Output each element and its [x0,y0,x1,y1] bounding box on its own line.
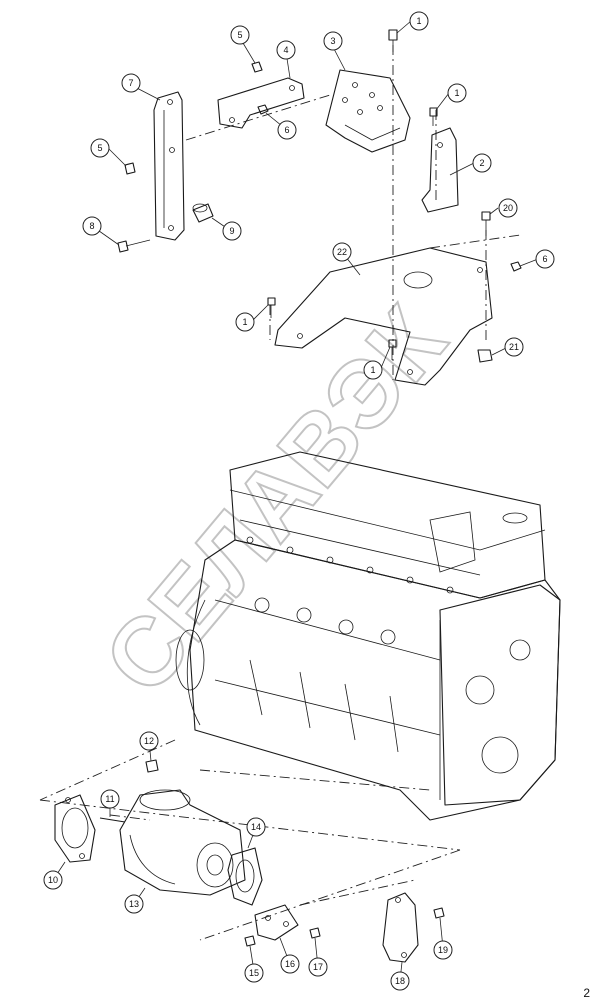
callout-3: 3 [323,31,343,51]
watermark-text: СЕЛАВЭК [84,287,466,713]
callout-label: 21 [509,342,519,352]
callout-21: 21 [504,337,524,357]
fasteners [99,29,522,947]
callout-20: 20 [498,198,518,218]
cover-plate-part-18 [382,892,419,963]
mount-plate-part-3 [325,69,411,153]
gasket-part-10 [54,794,96,863]
callout-label: 3 [330,36,335,46]
callout-label: 16 [285,959,295,969]
watermark: СЕЛАВЭК [83,286,467,714]
callout-19: 19 [433,940,453,960]
callout-label: 6 [542,254,547,264]
callout-label: 1 [416,16,421,26]
callout-1-left: 1 [235,312,255,332]
callout-label: 8 [89,221,94,231]
callout-8: 8 [82,216,102,236]
callout-7: 7 [121,73,141,93]
callout-label: 5 [97,143,102,153]
callout-4: 4 [276,40,296,60]
gasket-part-14 [227,847,263,906]
callout-label: 10 [48,875,58,885]
callout-label: 11 [105,794,114,804]
callout-label: 4 [283,45,288,55]
callout-16: 16 [280,954,300,974]
callout-1-right: 1 [447,83,467,103]
callout-label: 14 [251,822,261,832]
callout-18: 18 [390,971,410,991]
engine-block [175,451,561,821]
lifting-bracket-part-22 [274,247,493,386]
callout-label: 9 [229,226,234,236]
page-number: 2 [583,986,590,1000]
callout-label: 15 [249,968,259,978]
callout-5-top: 5 [230,25,250,45]
callout-15: 15 [244,963,264,983]
callout-2: 2 [472,153,492,173]
callout-1-top: 1 [409,11,429,31]
callout-10: 10 [43,870,63,890]
callout-label: 6 [284,125,289,135]
callout-label: 5 [237,30,242,40]
callout-label: 13 [129,899,139,909]
callout-9: 9 [222,221,242,241]
callout-1-lower: 1 [363,360,383,380]
spacer-part-9 [192,203,214,223]
bracket-part-16 [254,904,299,941]
callout-label: 1 [242,317,247,327]
callout-label: 12 [144,736,154,746]
callout-label: 7 [128,78,133,88]
callout-label: 19 [438,945,448,955]
callout-6-right: 6 [535,249,555,269]
callout-12: 12 [139,731,159,751]
callout-22: 22 [332,242,352,262]
compressor-part-13 [119,789,246,896]
assembly-lines [39,45,521,941]
callout-11: 11 [100,789,120,809]
bracket-part-2 [421,127,459,213]
callout-5-left: 5 [90,138,110,158]
callout-13: 13 [124,894,144,914]
callout-label: 2 [479,158,484,168]
bracket-part-4 [217,77,305,129]
callout-14: 14 [246,817,266,837]
callout-label: 18 [395,976,405,986]
callout-label: 17 [313,962,323,972]
callout-17: 17 [308,957,328,977]
callout-label: 20 [503,203,513,213]
callout-label: 1 [370,365,375,375]
bracket-part-7 [153,91,185,241]
callout-6-top: 6 [277,120,297,140]
callout-label: 1 [454,88,459,98]
callout-label: 22 [337,247,347,257]
